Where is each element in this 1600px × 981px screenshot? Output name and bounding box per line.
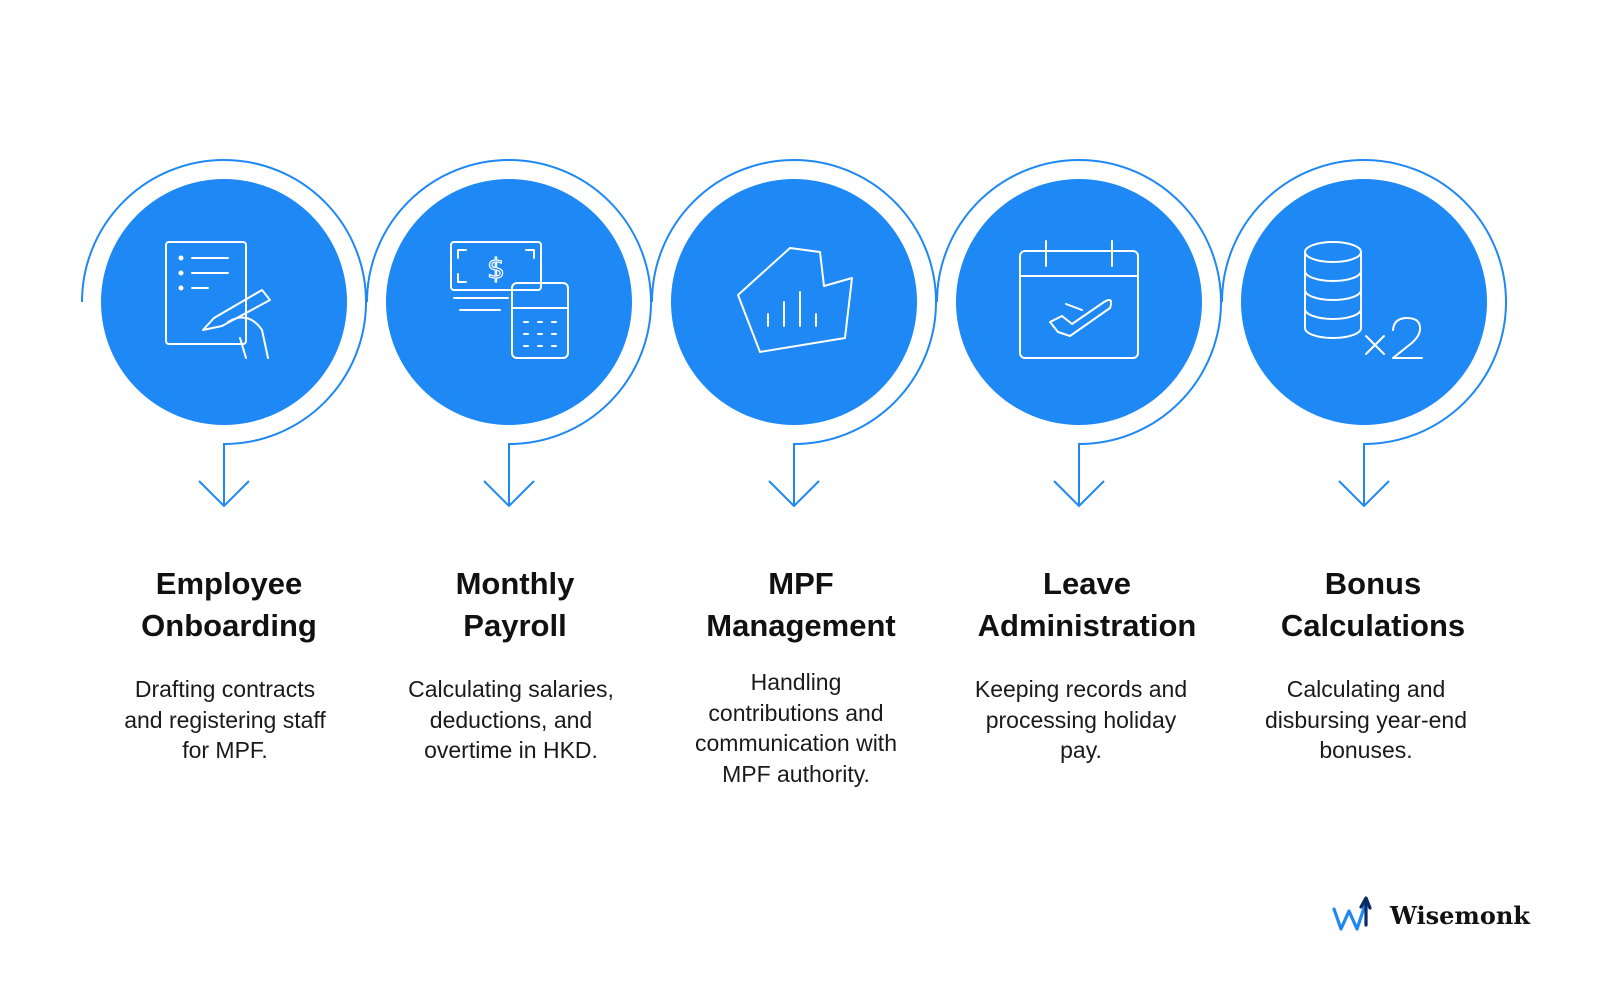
step-5-node [1221,159,1507,508]
step-title: MPF Management [706,566,896,643]
calendar-plane-icon [1019,240,1139,359]
step-description: Calculating and disbursing year-end bonu… [1264,676,1467,763]
contract-signing-icon [165,241,271,359]
step-circle [1241,179,1487,425]
step-title: Bonus Calculations [1280,566,1466,643]
step-4-node [936,159,1222,508]
wisemonk-logo-icon [1332,896,1372,931]
connector-arc [651,159,937,506]
step-circle [386,179,632,425]
step-title: Monthly Payroll [455,566,575,643]
arrow-down-icon [483,480,535,508]
step-description: Calculating salaries, deductions, and ov… [408,676,614,763]
step-circle [956,179,1202,425]
arrow-down-icon [768,480,820,508]
cash-calculator-icon: $ [450,241,569,359]
brand-logo: Wisemonk [1332,893,1530,937]
connector-arc [81,159,367,506]
pentagon-chart-icon [737,247,853,353]
coin-stack-multiply-icon [1304,241,1423,359]
arrow-down-icon [198,480,250,508]
brand-name: Wisemonk [1390,900,1530,930]
step-description: Keeping records and processing holiday p… [974,676,1188,763]
step-description: Drafting contracts and registering staff… [124,676,326,763]
step-title: Employee Onboarding [141,566,317,643]
step-2-node: $ [366,159,652,508]
arrow-down-icon [1338,480,1390,508]
step-circle [671,179,917,425]
step-title: Leave Administration [977,566,1197,643]
step-description: Handling contributions and communication… [695,669,897,787]
connector-arc [366,159,652,506]
step-3-node [651,159,937,508]
arrow-down-icon [1053,480,1105,508]
step-circle [101,179,347,425]
step-1-node [81,159,367,508]
connector-arc [1221,159,1507,506]
svg-text:$: $ [487,252,505,285]
connector-arc [936,159,1222,506]
